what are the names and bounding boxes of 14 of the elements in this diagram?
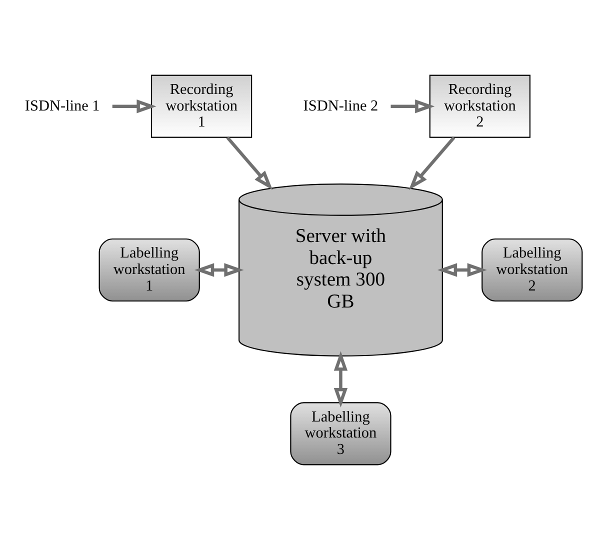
arrow	[194, 263, 244, 277]
node-text: ISDN-line 2	[303, 97, 378, 114]
arrow	[334, 351, 348, 408]
node-box: Labelling workstation 2	[482, 238, 583, 302]
node-box: Recording workstation 2	[429, 74, 530, 138]
node-text: ISDN-line 1	[24, 97, 100, 114]
arrow	[226, 136, 273, 190]
node-box: Recording workstation 1	[150, 74, 252, 138]
node-box: Labelling workstation 3	[290, 402, 392, 466]
arrow	[112, 99, 156, 114]
arrow	[408, 136, 456, 190]
arrow	[437, 263, 487, 277]
node-box: Labelling workstation 1	[98, 238, 200, 302]
arrow	[390, 99, 435, 114]
